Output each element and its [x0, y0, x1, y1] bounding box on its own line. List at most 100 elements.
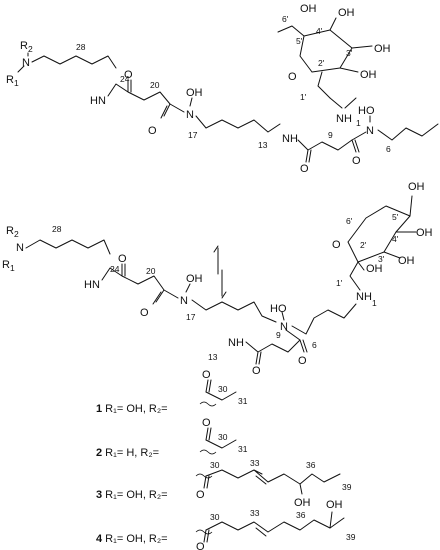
label-oh-3: OH — [294, 497, 311, 509]
pos-30-1: 30 — [218, 384, 228, 394]
acetyl-1 — [205, 391, 237, 401]
label-o-amide2-bottom: O — [252, 365, 261, 377]
structure-top-furanose: R2 N R1 28 24 HN O 20 O N OH 17 13 NH O … — [6, 40, 439, 175]
pos-28-top: 28 — [76, 42, 86, 52]
pos-39-3: 39 — [342, 482, 352, 492]
pos-13-bottom: 13 — [208, 352, 218, 362]
pos-2p-top: 2' — [318, 58, 325, 68]
carbonyl-4 — [203, 529, 210, 543]
n-oh-bond1-top — [189, 97, 193, 107]
label-oh-4p-top: OH — [338, 7, 355, 19]
n-oh-bond2-bottom — [281, 311, 285, 321]
chain-17-13-bottom — [191, 299, 277, 323]
label-nh-1-top: NH — [336, 113, 352, 125]
pos-31-2: 31 — [238, 444, 248, 454]
pos-1-bottom: 1 — [372, 298, 377, 308]
label-r1-top: R1 — [6, 74, 19, 88]
chain-3 — [205, 469, 341, 485]
label-n-hydroxamate2-bottom: N — [280, 321, 288, 333]
pos-6p-bottom: 6' — [346, 216, 353, 226]
label-o-hydroxamate2-top: O — [352, 155, 361, 167]
label-r2-top: R2 — [20, 40, 33, 54]
pos-39-4: 39 — [346, 532, 356, 542]
carbonyl-hydroxamate1-bottom — [152, 289, 179, 305]
wavy-3 — [195, 473, 213, 479]
pos-31-1: 31 — [238, 396, 248, 406]
label-o-hydroxamate1-top: O — [148, 125, 157, 137]
chain-4 — [205, 517, 345, 533]
pos-30-3: 30 — [210, 460, 220, 470]
pos-24-top: 24 — [120, 74, 130, 84]
label-hn-top: HN — [90, 95, 106, 107]
furanose-ring-top — [299, 29, 353, 73]
chain-28-24-bottom — [25, 239, 111, 255]
ch2-1p-top — [317, 71, 331, 99]
amide-24-20-bottom — [101, 263, 165, 291]
cis-db-4 — [255, 527, 267, 537]
oh-4p-bond-top — [329, 17, 337, 31]
label-o-3: O — [196, 489, 205, 501]
label-ho-hydroxamate2-top: HO — [358, 105, 375, 117]
pos-33-4: 33 — [250, 508, 260, 518]
label-oh-hydroxamate1-bottom: OH — [186, 273, 203, 285]
wavy-4 — [195, 529, 213, 535]
label-nh-13-top: NH — [282, 133, 298, 145]
pos-20-top: 20 — [150, 80, 160, 90]
pos-36-3: 36 — [306, 460, 316, 470]
label-oh-6p-top: OH — [300, 3, 317, 15]
arrow-up — [213, 245, 219, 275]
label-n-bottom: N — [16, 242, 24, 254]
cis-db-3 — [255, 475, 267, 485]
label-o-hydroxamate2-bottom: O — [298, 355, 307, 367]
pos-5p-bottom: 5' — [392, 212, 399, 222]
pos-3p-bottom: 3' — [378, 254, 385, 264]
label-oh-3p-top: OH — [374, 43, 391, 55]
pos-2p-bottom: 2' — [360, 240, 367, 250]
label-nh-1-bottom: NH — [356, 291, 372, 303]
pos-17-top: 17 — [188, 130, 198, 140]
label-oh-2p-top: OH — [360, 69, 377, 81]
oh-ring-bond-top — [339, 67, 359, 73]
oh-3p-bond-bottom — [383, 251, 401, 259]
structure-bottom-pyranose: R2 N R1 28 24 HN O 20 O N OH 17 13 NH O … — [2, 224, 377, 377]
pos-36-4: 36 — [296, 510, 306, 520]
acetyl-1-co — [205, 379, 212, 393]
chain-6-1-top — [377, 123, 439, 141]
oh-3p-bond-top — [351, 45, 373, 49]
label-o-ring-top: O — [288, 71, 297, 83]
entry-3-text: 3 R₁= OH, R₂= — [96, 489, 168, 501]
nh-link-top — [329, 97, 357, 109]
carbonyl-hydroxamate1-top — [160, 103, 185, 119]
oh-bond-4 — [329, 511, 333, 529]
chain-17-13-top — [195, 115, 281, 133]
oh-2p-bond-bottom — [357, 261, 365, 271]
n-oh-bond1-bottom — [185, 283, 191, 293]
label-o-amide2-top: O — [300, 163, 309, 175]
ch2-1p-bottom — [349, 261, 361, 291]
label-n-hydroxamate1-bottom: N — [180, 295, 188, 307]
entry-4: 4 R₁= OH, R₂= O 30 33 36 39 OH — [96, 499, 356, 550]
ch2oh-6p-top — [277, 25, 305, 37]
label-o-amide1-top: O — [124, 69, 133, 81]
chain-28-24-top — [17, 52, 117, 73]
amide-13-9-bottom — [245, 339, 301, 365]
carbonyl-hydroxamate2-top — [351, 131, 367, 153]
pyranose-ring-bottom — [347, 205, 411, 263]
label-nh-13-bottom: NH — [228, 337, 244, 349]
pos-28-bottom: 28 — [52, 224, 62, 234]
oh-5p-bond-bottom — [409, 195, 413, 217]
label-o-4: O — [196, 541, 205, 550]
label-n-top: N — [22, 57, 30, 69]
entry-2: 2 R₁= H, R₂= O 30 31 — [96, 417, 248, 459]
arrow-down — [221, 269, 227, 299]
entry-3: 3 R₁= OH, R₂= O 30 33 36 39 OH — [96, 458, 352, 509]
wavy-1 — [199, 401, 217, 407]
pos-1p-bottom: 1' — [336, 278, 343, 288]
pos-1p-top: 1' — [300, 92, 307, 102]
entry-1: 1 R₁= OH, R₂= O 30 31 — [96, 369, 248, 415]
pos-17-bottom: 17 — [186, 312, 196, 322]
pos-6-top: 6 — [386, 144, 391, 154]
label-oh-hydroxamate1-top: OH — [186, 87, 203, 99]
sugar-pyranose-bottom: 1' O 6' 2' 3' 4' 5' OH OH OH OH — [332, 181, 433, 291]
